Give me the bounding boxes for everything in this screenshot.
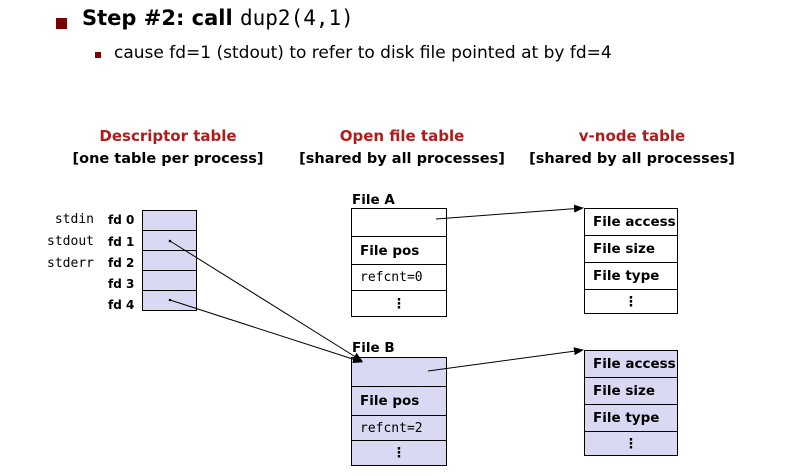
fd1-to-file-b-arrow	[169, 240, 363, 362]
file-a-refcnt: refcnt=0	[351, 264, 447, 291]
file-a-label: File A	[352, 192, 395, 208]
file-b-label: File B	[352, 340, 395, 356]
file-b-more: ⋮	[351, 440, 447, 466]
vnode-a-access: File access	[584, 208, 678, 236]
fd-label: fd 1	[108, 235, 135, 249]
title-text: Step #2: call	[82, 6, 240, 30]
vnode-a-type: File type	[584, 262, 678, 290]
fd4-pointer-origin	[168, 298, 172, 302]
title-code: dup2(4,1)	[240, 6, 354, 30]
slide-title: Step #2: call dup2(4,1)	[82, 6, 354, 30]
fd-label: fd 3	[108, 277, 135, 291]
file-b-to-vnode-b-arrow	[427, 347, 584, 372]
open-file-table-title: Open file table	[339, 127, 465, 145]
fd-label: fd 0	[108, 213, 135, 227]
fd1-pointer-origin	[168, 239, 172, 243]
subtitle-bullet	[95, 52, 101, 58]
file-a-pos: File pos	[351, 236, 447, 265]
file-a-more: ⋮	[351, 290, 447, 317]
descriptor-table-title: Descriptor table	[99, 127, 237, 145]
file-a-to-vnode-a-arrow	[435, 204, 584, 220]
stderr-label: stderr	[47, 256, 94, 271]
vnode-table-subtitle: [shared by all processes]	[529, 151, 735, 167]
stdout-label: stdout	[47, 234, 94, 249]
vnode-b-size: File size	[584, 377, 678, 405]
vnode-b-more: ⋮	[584, 431, 678, 456]
fd-label: fd 4	[108, 298, 135, 312]
open-file-table-subtitle: [shared by all processes]	[299, 151, 505, 167]
file-b-vnode-ptr	[351, 357, 447, 387]
descriptor-table-subtitle: [one table per process]	[72, 151, 264, 167]
vnode-table-title: v-node table	[578, 127, 686, 145]
fd-label: fd 2	[108, 256, 135, 270]
vnode-a-more: ⋮	[584, 289, 678, 314]
file-b-refcnt: refcnt=2	[351, 415, 447, 441]
slide-subtitle: cause fd=1 (stdout) to refer to disk fil…	[114, 43, 612, 63]
heading-bullet	[56, 18, 67, 29]
fd4-to-file-b-arrow	[169, 299, 363, 364]
stdin-label: stdin	[54, 212, 94, 227]
file-b-pos: File pos	[351, 386, 447, 416]
